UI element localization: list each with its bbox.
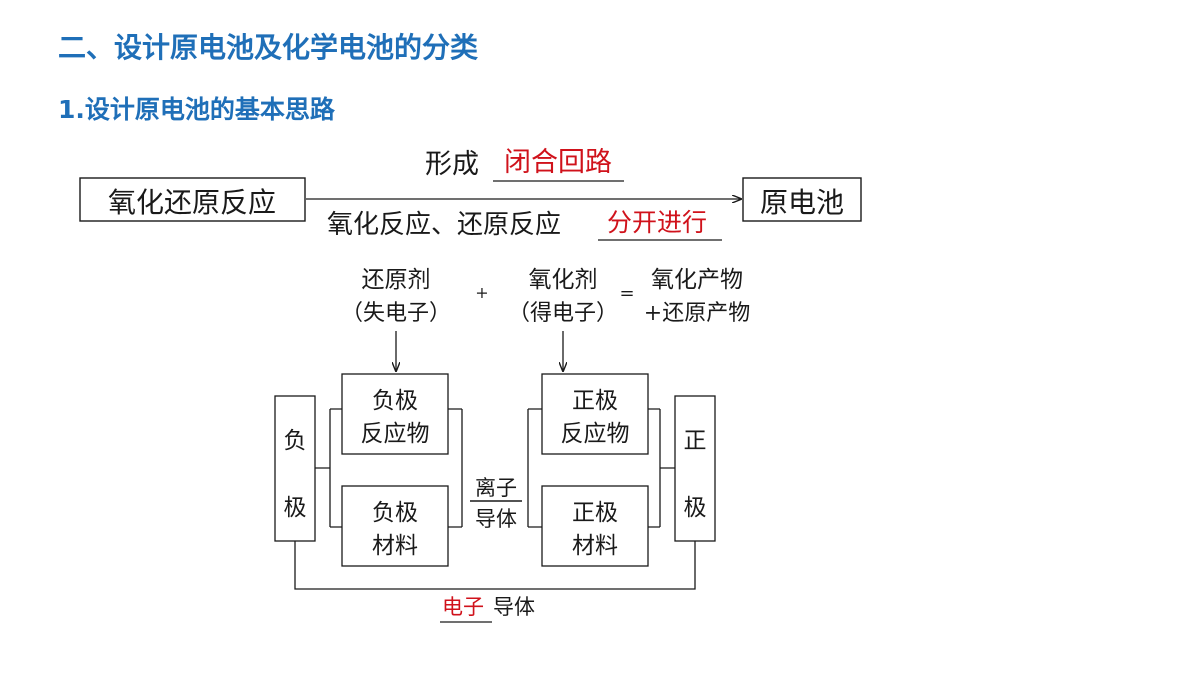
top-answer: 闭合回路	[504, 147, 612, 178]
electron-suffix: 导体	[493, 595, 535, 619]
electron-answer: 电子	[442, 595, 484, 619]
pos-material-l2: 材料	[572, 533, 618, 559]
external-circuit	[294, 541, 696, 590]
ion-conductor-l2: 导体	[475, 507, 517, 531]
pos-material-l1: 正极	[572, 500, 618, 526]
bottom-answer: 分开进行	[607, 208, 707, 237]
pos-reactant-l1: 正极	[572, 388, 618, 414]
top-prefix: 形成	[425, 149, 479, 180]
left-bracket	[315, 408, 342, 528]
equation-row: 还原剂 （失电子） + 氧化剂 （得电子） = 氧化产物 +还原产物	[341, 267, 750, 371]
reductant-note: （失电子）	[341, 301, 451, 326]
neg-material-l2: 材料	[372, 533, 418, 559]
positive-electrode-c2: 极	[684, 495, 707, 521]
pos-reactant-box	[541, 373, 649, 455]
neg-reactant-l2: 反应物	[361, 421, 430, 447]
negative-electrode-c2: 极	[284, 495, 307, 521]
plus-sign: +	[475, 283, 488, 302]
section-title: 二、设计原电池及化学电池的分类	[58, 31, 479, 64]
cell-labels: 负 极 负极 反应物 负极 材料 离子 导体 正极 反应物 正极 材料 正 极 …	[284, 388, 707, 619]
pos-material-box	[541, 485, 649, 567]
reductant-label: 还原剂	[362, 267, 431, 293]
subsection-title: 1.设计原电池的基本思路	[58, 95, 335, 124]
products-line1: 氧化产物	[651, 267, 743, 293]
oxidant-label: 氧化剂	[529, 267, 598, 293]
ion-conductor-l1: 离子	[475, 476, 517, 500]
cell-label: 原电池	[760, 186, 844, 219]
mid-right-bracket	[527, 408, 542, 528]
mid-left-bracket	[448, 408, 463, 528]
pos-reactant-l2: 反应物	[561, 421, 630, 447]
negative-electrode-c1: 负	[284, 428, 307, 454]
redox-box	[79, 177, 306, 222]
neg-reactant-box	[341, 373, 449, 455]
neg-material-box	[341, 485, 449, 567]
redox-label: 氧化还原反应	[108, 186, 276, 219]
positive-electrode-c1: 正	[684, 428, 707, 454]
cell-box	[742, 177, 862, 222]
cell-diagram	[274, 373, 716, 623]
equals-sign: =	[619, 283, 634, 304]
products-line2: +还原产物	[644, 301, 750, 326]
right-bracket	[648, 408, 675, 528]
flow-section: 氧化还原反应 原电池 形成 闭合回路 氧化反应、还原反应 分开进行	[79, 147, 862, 241]
neg-material-l1: 负极	[372, 500, 418, 526]
neg-reactant-l1: 负极	[372, 388, 418, 414]
oxidant-note: （得电子）	[508, 301, 618, 326]
bottom-prefix: 氧化反应、还原反应	[327, 210, 561, 240]
